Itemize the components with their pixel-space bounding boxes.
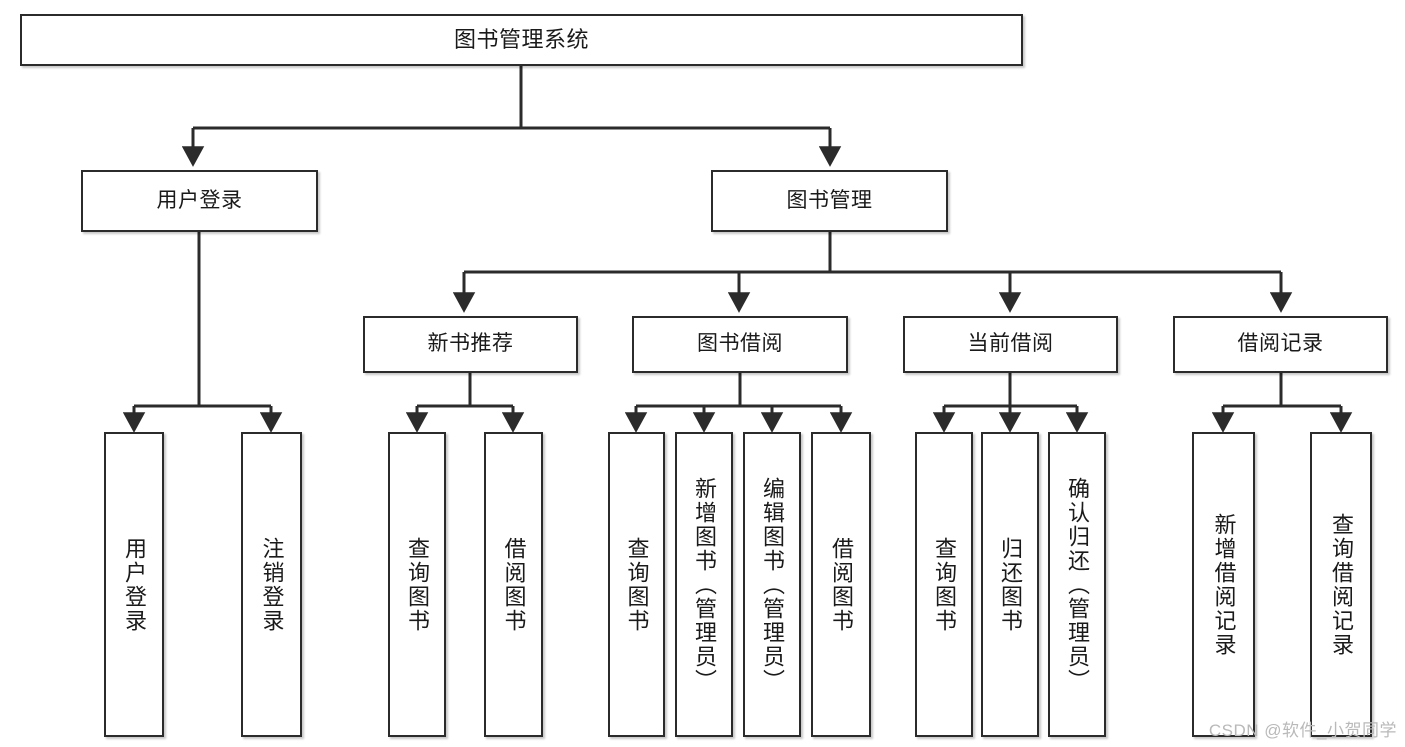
node-label: 新增图书（管理员） [691,476,717,693]
leaf-add-borrow-record[interactable]: 新增借阅记录 [1192,432,1255,737]
leaf-borrow-book-borrow[interactable]: 借阅图书 [811,432,871,737]
node-label: 归还图书 [997,536,1023,633]
leaf-query-book-recommend[interactable]: 查询图书 [388,432,446,737]
leaf-borrow-book-recommend[interactable]: 借阅图书 [484,432,543,737]
leaf-logout-login[interactable]: 注销登录 [241,432,302,737]
node-borrow-record[interactable]: 借阅记录 [1173,316,1388,373]
node-new-book-recommend[interactable]: 新书推荐 [363,316,578,373]
node-label: 用户登录 [156,188,243,212]
node-label: 图书管理系统 [453,27,589,53]
node-label: 确认归还（管理员） [1064,476,1090,693]
node-label: 注销登录 [259,536,285,633]
node-label: 图书借阅 [697,332,783,356]
node-label: 查询图书 [404,536,430,633]
leaf-query-book-borrow[interactable]: 查询图书 [608,432,665,737]
leaf-query-book-current[interactable]: 查询图书 [915,432,973,737]
leaf-user-login[interactable]: 用户登录 [104,432,164,737]
leaf-query-borrow-record[interactable]: 查询借阅记录 [1310,432,1372,737]
node-label: 新增借阅记录 [1211,512,1237,657]
node-label: 查询图书 [931,536,957,633]
leaf-return-book[interactable]: 归还图书 [981,432,1039,737]
node-book-borrow[interactable]: 图书借阅 [632,316,848,373]
node-label: 借阅图书 [501,536,527,633]
watermark: CSDN @软件_小贺同学 [1208,721,1397,740]
node-label: 借阅图书 [828,536,854,633]
node-label: 查询图书 [624,536,650,633]
node-book-management[interactable]: 图书管理 [711,170,948,232]
leaf-confirm-return-admin[interactable]: 确认归还（管理员） [1048,432,1106,737]
node-label: 图书管理 [786,188,873,212]
leaf-edit-book-admin[interactable]: 编辑图书（管理员） [743,432,801,737]
node-label: 借阅记录 [1237,332,1324,356]
node-label: 用户登录 [121,536,147,633]
node-label: 当前借阅 [967,332,1054,356]
node-user-login[interactable]: 用户登录 [81,170,318,232]
leaf-add-book-admin[interactable]: 新增图书（管理员） [675,432,733,737]
node-current-borrow[interactable]: 当前借阅 [903,316,1118,373]
node-label: 编辑图书（管理员） [759,476,785,693]
node-root-book-management-system[interactable]: 图书管理系统 [20,14,1023,66]
node-label: 查询借阅记录 [1328,512,1354,657]
node-label: 新书推荐 [427,332,514,356]
